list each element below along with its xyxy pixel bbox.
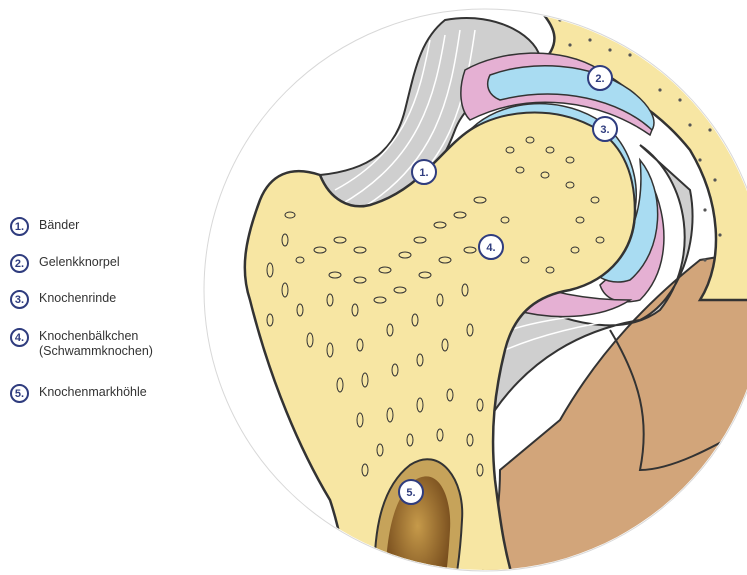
svg-text:5.: 5. xyxy=(406,487,415,499)
svg-text:4.: 4. xyxy=(486,242,495,254)
marker-2: 2. xyxy=(588,66,612,90)
svg-text:1.: 1. xyxy=(419,167,428,179)
svg-text:2.: 2. xyxy=(595,73,604,85)
marker-5: 5. xyxy=(399,480,423,504)
svg-text:3.: 3. xyxy=(600,124,609,136)
marker-3: 3. xyxy=(593,117,617,141)
marker-1: 1. xyxy=(412,160,436,184)
marker-4: 4. xyxy=(479,235,503,259)
